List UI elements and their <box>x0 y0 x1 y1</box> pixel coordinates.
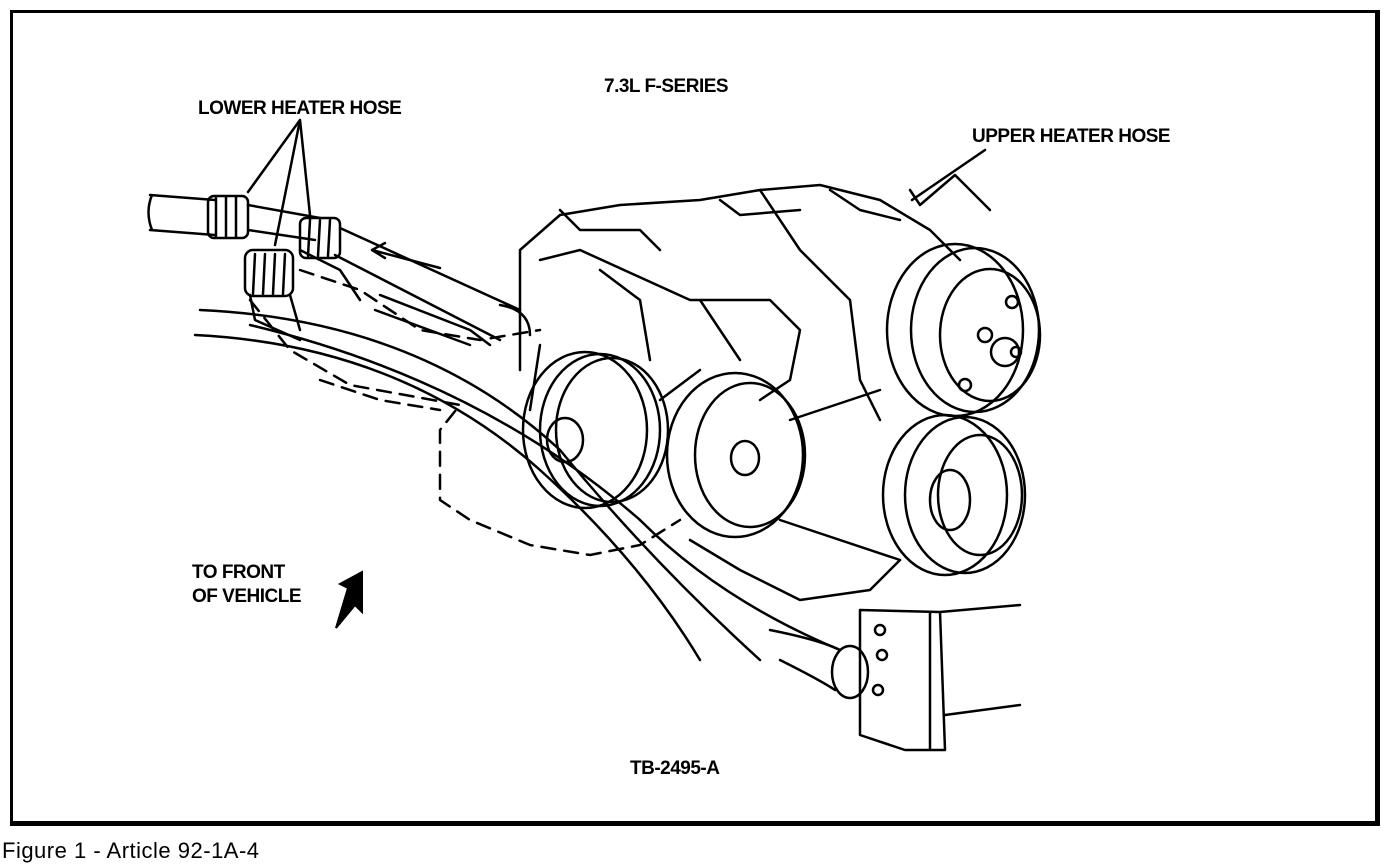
water-pump-pulley <box>521 350 649 510</box>
figure-frame <box>10 10 1380 826</box>
heater-tube <box>333 226 532 342</box>
to-front-line-1: TO FRONT <box>192 562 285 583</box>
lower-hose-clamp <box>830 644 870 700</box>
lower-heater-hose <box>147 193 217 237</box>
harness <box>193 308 842 662</box>
hose-clamp-3 <box>243 248 295 298</box>
upper-heater-hose-label: UPPER HEATER HOSE <box>972 126 1171 147</box>
drive-belt <box>528 343 902 562</box>
crank-pulley <box>881 413 1009 577</box>
figure-caption: Figure 1 - Article 92-1A-4 <box>2 838 260 863</box>
hose-clamp-1 <box>206 194 250 240</box>
upper-hose-leader <box>910 148 987 202</box>
engine-bracket <box>538 248 802 402</box>
to-front-label: TO FRONT OF VEHICLE <box>192 561 302 609</box>
hidden-lines <box>248 268 682 557</box>
idler-pulley <box>665 371 805 539</box>
lower-heater-hose-label: LOWER HEATER HOSE <box>198 98 402 119</box>
engine-upper-detail <box>558 188 902 252</box>
diagram-title: 7.3L F-SERIES <box>604 76 729 97</box>
to-front-line-2: OF VEHICLE <box>192 586 302 607</box>
bypass-tube <box>298 248 492 347</box>
direction-arrow-icon <box>335 570 363 629</box>
flow-arrow-icon <box>370 241 442 270</box>
hose-clamp-2 <box>298 216 342 260</box>
reference-code: TB-2495-A <box>630 758 720 779</box>
lower-hose-leaders <box>246 118 312 247</box>
radiator-support <box>858 603 1022 752</box>
